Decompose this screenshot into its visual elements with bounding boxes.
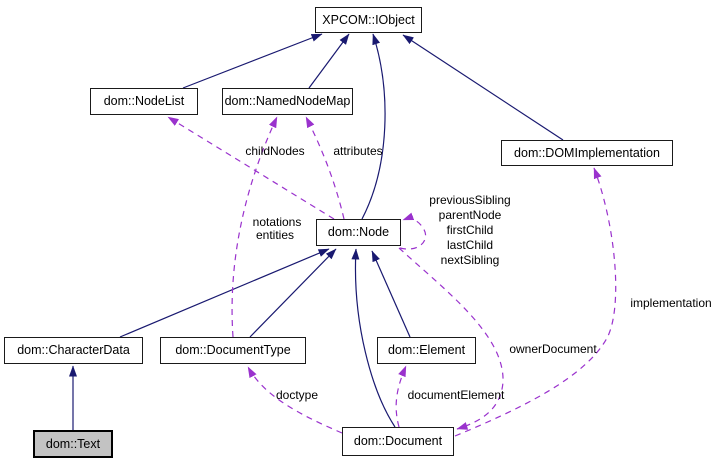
class-node-label: dom::Element	[387, 343, 466, 358]
class-node-xpcom-iobject[interactable]: XPCOM::IObject	[315, 7, 422, 33]
edge-label-notations: notations	[252, 215, 302, 229]
edge-label-ownerdocument: ownerDocument	[509, 342, 597, 356]
class-node-label: dom::Node	[327, 225, 390, 240]
edge-label-attributes: attributes	[333, 144, 383, 158]
class-node-dom-node[interactable]: dom::Node	[316, 219, 401, 246]
edge-document-doctype-documenttype	[247, 366, 343, 434]
edge-domimplementation-to-iobject	[402, 34, 564, 141]
class-node-dom-element[interactable]: dom::Element	[377, 337, 476, 364]
edge-label-doctype: doctype	[275, 388, 319, 402]
edge-label-lastchild: lastChild	[446, 238, 494, 252]
edge-node-to-iobject	[361, 33, 386, 220]
class-node-label: dom::CharacterData	[17, 343, 130, 358]
edge-characterdata-to-node	[119, 248, 330, 338]
edge-node-ownerdocument-document	[398, 247, 504, 430]
class-node-dom-documenttype[interactable]: dom::DocumentType	[160, 337, 306, 364]
edge-node-attributes-namednodemap	[305, 116, 345, 220]
edge-documenttype-to-node	[249, 248, 337, 338]
edge-document-to-node	[351, 248, 396, 428]
edge-nodelist-to-iobject	[182, 33, 323, 89]
class-node-label: dom::DOMImplementation	[514, 145, 660, 160]
edge-label-firstchild: firstChild	[446, 223, 494, 237]
edge-label-childnodes: childNodes	[245, 144, 305, 158]
class-node-label: XPCOM::IObject	[322, 12, 415, 27]
edge-label-previoussibling: previousSibling	[429, 193, 511, 207]
class-node-dom-document[interactable]: dom::Document	[342, 427, 454, 456]
edge-label-nextsibling: nextSibling	[440, 253, 500, 267]
class-node-dom-namednodemap[interactable]: dom::NamedNodeMap	[222, 88, 353, 115]
edge-label-entities: entities	[255, 228, 295, 242]
class-node-label: dom::NamedNodeMap	[224, 94, 351, 109]
class-node-dom-domimplementation[interactable]: dom::DOMImplementation	[501, 140, 673, 166]
edge-documenttype-notations-namednodemap	[231, 116, 278, 338]
class-node-label: dom::Text	[45, 436, 101, 451]
edge-label-documentelement: documentElement	[407, 388, 505, 402]
class-node-dom-nodelist[interactable]: dom::NodeList	[90, 88, 198, 115]
class-node-dom-text: dom::Text	[33, 430, 113, 458]
class-node-label: dom::DocumentType	[175, 343, 291, 358]
class-node-label: dom::Document	[353, 434, 443, 449]
class-node-label: dom::NodeList	[103, 94, 185, 109]
edge-label-parentnode: parentNode	[438, 208, 502, 222]
edge-node-selfloop	[399, 212, 427, 250]
edge-document-documentelement-element	[395, 365, 407, 428]
edge-label-implementation: implementation	[630, 296, 712, 310]
edge-element-to-node	[371, 250, 411, 338]
edge-namednodemap-to-iobject	[308, 33, 350, 89]
edge-node-childnodes-nodelist	[167, 116, 335, 220]
class-node-dom-characterdata[interactable]: dom::CharacterData	[4, 337, 143, 364]
